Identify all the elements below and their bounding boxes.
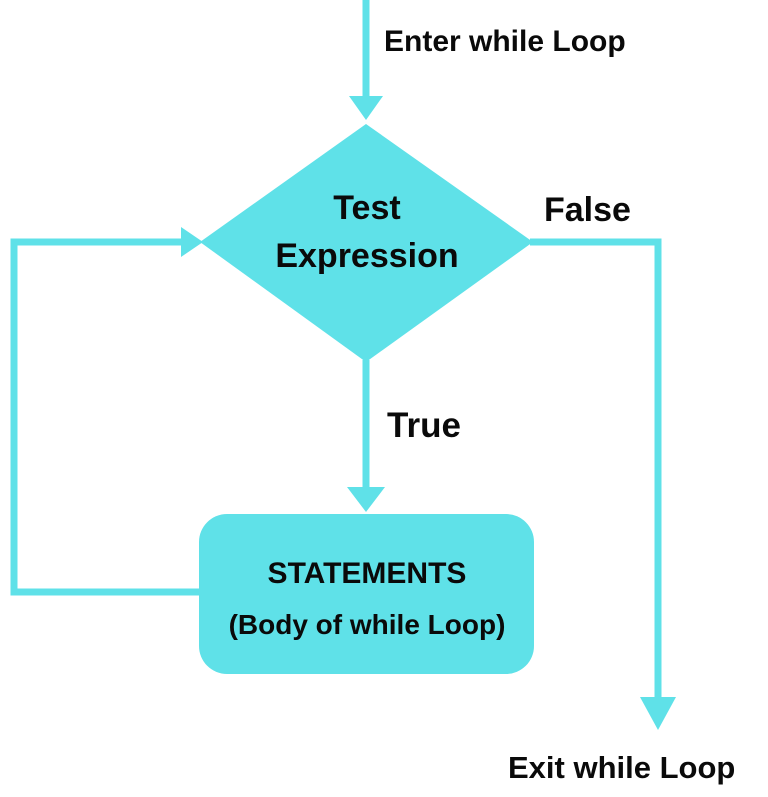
decision-diamond [200,124,533,362]
entry-arrowhead [349,96,383,120]
false-connector [530,238,662,700]
body-title: STATEMENTS [267,557,467,590]
entry-label: Enter while Loop [384,25,626,58]
loopback-arrowhead [181,227,203,257]
body-box [199,514,534,674]
exit-label: Exit while Loop [508,750,736,785]
true-arrowhead [347,487,385,512]
loopback-connector [10,238,201,596]
decision-label-line2: Expression [275,237,459,275]
exit-arrowhead [640,697,676,730]
decision-label-line1: Test [333,189,401,227]
body-subtitle: (Body of while Loop) [228,609,506,640]
true-label: True [387,406,461,445]
false-label: False [544,191,631,229]
